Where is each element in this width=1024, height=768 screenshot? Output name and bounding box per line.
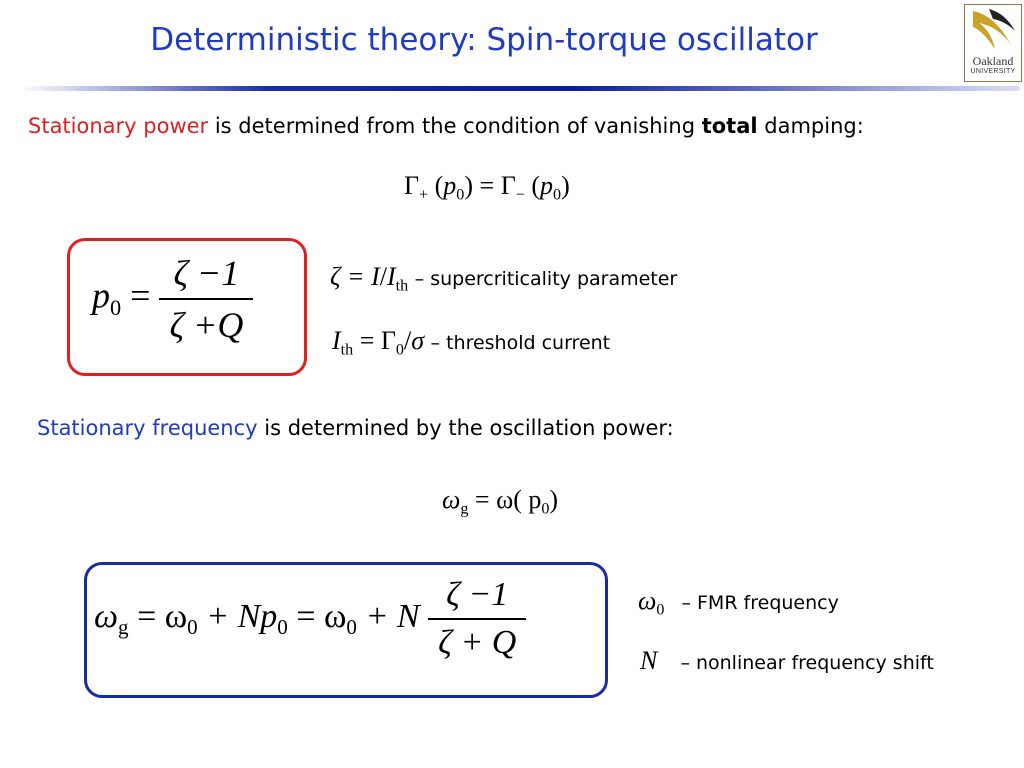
sub: +	[419, 186, 429, 204]
denominator: ζ +Q	[169, 305, 244, 345]
def-fmr: ω0 – FMR frequency	[638, 586, 839, 620]
text-span: is determined from the condition of vani…	[208, 114, 702, 138]
frequency-formula: ωg = ω0 + Np0 = ω0 + N ζ −1 ζ + Q	[94, 576, 527, 662]
definition-text: – threshold current	[430, 332, 611, 354]
sub: th	[340, 341, 354, 359]
slash: /	[403, 326, 412, 355]
expr: I	[332, 326, 341, 355]
sub: 0	[656, 601, 665, 619]
logo-name: Oakland	[972, 54, 1014, 68]
power-formula: p0 = ζ −1 ζ +Q	[92, 252, 254, 346]
text-span: is determined by the oscillation power:	[257, 416, 674, 440]
sub: th	[395, 277, 409, 295]
slash: /	[379, 262, 387, 291]
sub: −	[515, 186, 525, 204]
equals: =	[130, 275, 151, 316]
stationary-power-highlight: Stationary power	[28, 114, 209, 138]
frequency-text: Stationary frequency is determined by th…	[37, 416, 674, 440]
power-condition-text: Stationary power is determined from the …	[28, 114, 864, 138]
frequency-fraction: ζ −1 ζ + Q	[428, 576, 527, 662]
definition-text: – FMR frequency	[681, 592, 839, 614]
sub: g	[118, 615, 129, 640]
sub: 0	[346, 615, 357, 640]
sub: 0	[277, 615, 288, 640]
paren: )	[549, 485, 559, 514]
var: p	[92, 275, 110, 316]
equals: =	[479, 171, 495, 200]
sub: g	[460, 500, 469, 518]
expr: ζ = I	[330, 262, 380, 291]
def-threshold: Ith = Γ0/σ – threshold current	[332, 326, 610, 360]
total-bold: total	[701, 114, 758, 138]
gamma-plus: Γ	[404, 171, 420, 200]
power-formula-box	[67, 238, 307, 376]
sub: 0	[395, 341, 404, 359]
expr: σ	[411, 326, 425, 355]
gamma-minus: Γ	[500, 171, 516, 200]
expr: I	[386, 262, 396, 291]
stationary-frequency-highlight: Stationary frequency	[37, 416, 258, 440]
expr: = ω	[128, 597, 188, 635]
omega-g: ω	[94, 597, 119, 635]
damping-balance-equation: Γ+ (p0) = Γ− (p0)	[404, 171, 570, 204]
var: p	[443, 171, 457, 200]
expr: = ω( p	[468, 485, 542, 514]
def-nonlinear: N – nonlinear frequency shift	[640, 646, 934, 676]
definition-text: – nonlinear frequency shift	[680, 652, 934, 674]
power-fraction: ζ −1 ζ +Q	[159, 252, 254, 346]
numerator: ζ −1	[173, 253, 240, 293]
frequency-formula-box	[84, 562, 608, 698]
def-supercriticality: ζ = I/Ith – supercriticality parameter	[330, 262, 677, 296]
sub: 0	[187, 615, 198, 640]
logo-subtitle: UNIVERSITY	[970, 68, 1016, 75]
var: p	[540, 171, 553, 200]
expr: + N	[356, 597, 420, 635]
denominator: ζ + Q	[438, 624, 517, 661]
slide-title: Deterministic theory: Spin-torque oscill…	[150, 22, 818, 58]
numerator: ζ −1	[446, 576, 509, 613]
text-span: damping:	[757, 114, 864, 138]
omega-g: ω	[442, 485, 461, 514]
expr: = ω	[287, 597, 347, 635]
symbol: ω	[638, 586, 657, 615]
expr: + Np	[197, 597, 278, 635]
symbol: N	[640, 646, 658, 675]
sub: 0	[110, 295, 122, 321]
sub: 0	[541, 500, 550, 518]
university-logo: Oakland UNIVERSITY	[964, 4, 1022, 82]
logo-emblem-icon	[973, 9, 1015, 49]
sub: 0	[456, 186, 465, 204]
title-underline	[20, 86, 1020, 91]
expr: = Γ	[353, 326, 396, 355]
frequency-equation: ωg = ω( p0)	[442, 485, 558, 519]
sub: 0	[553, 186, 562, 204]
definition-text: – supercriticality parameter	[414, 268, 678, 290]
